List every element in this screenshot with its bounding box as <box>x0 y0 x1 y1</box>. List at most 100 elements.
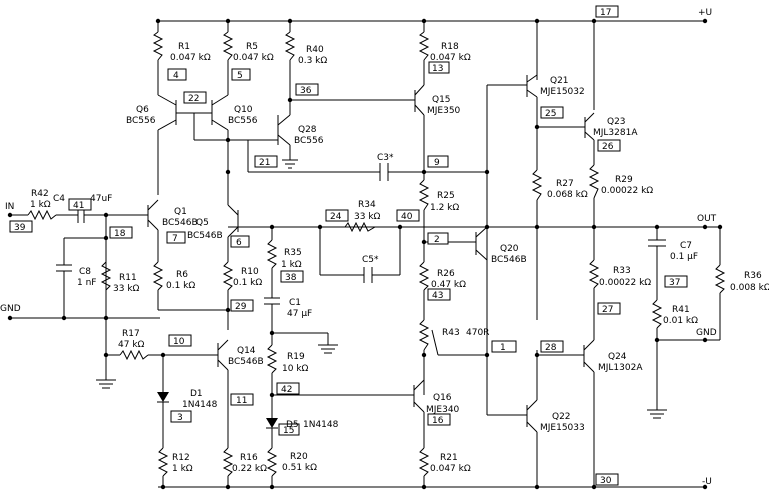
node-label: 27 <box>602 305 613 315</box>
component-value: BC546B <box>187 231 223 241</box>
component-ref: R41 <box>672 305 690 315</box>
component-ref: Q1 <box>174 207 187 217</box>
node-label: 42 <box>281 385 292 395</box>
component-value: 1 kΩ <box>30 200 51 210</box>
component-ref: Q5 <box>196 218 209 228</box>
component-value: 0.1 kΩ <box>166 281 195 291</box>
component-value: 33 kΩ <box>113 284 140 294</box>
component-value: 1N4148 <box>182 400 218 410</box>
component-ref: R12 <box>172 453 190 463</box>
component-value: 1 kΩ <box>281 260 302 270</box>
node-label: 29 <box>235 302 247 312</box>
node-label: 25 <box>545 109 556 119</box>
component-ref: R16 <box>240 453 258 463</box>
component-ref: R11 <box>119 273 137 283</box>
component-ref: C7 <box>680 241 692 251</box>
node-label: 5 <box>237 71 243 81</box>
component-value: 0.068 kΩ <box>547 190 588 200</box>
component-value: 0.51 kΩ <box>282 463 317 473</box>
node-label: 7 <box>172 234 178 244</box>
component-ref: Q15 <box>432 95 451 105</box>
node-label: 40 <box>401 212 413 222</box>
component-ref: C1 <box>289 298 301 308</box>
node-label: 28 <box>545 343 557 353</box>
component-value: BC556 <box>228 116 258 126</box>
node-label: 38 <box>285 273 297 283</box>
node-label: 16 <box>432 416 444 426</box>
node-label: 10 <box>173 337 185 347</box>
junction-dots <box>7 18 723 490</box>
node-label: 21 <box>259 158 270 168</box>
component-ref: R19 <box>287 352 305 362</box>
component-value: 0.1 kΩ <box>233 278 262 288</box>
node-label: 13 <box>432 64 443 74</box>
node-label: 39 <box>14 223 26 233</box>
component-ref: C3* <box>377 153 394 163</box>
component-ref: R36 <box>744 271 762 281</box>
component-ref: R20 <box>290 452 308 462</box>
component-value: BC556 <box>126 116 156 126</box>
component-ref: Q21 <box>550 76 569 86</box>
component-ref: R10 <box>241 267 259 277</box>
node-label: 6 <box>236 238 242 248</box>
component-value: 1N4148 <box>303 420 339 430</box>
node-label: 30 <box>600 476 612 486</box>
component-ref: R42 <box>31 189 49 199</box>
component-ref: Q10 <box>234 105 253 115</box>
component-value: 0.1 μF <box>670 252 698 262</box>
node-label: 18 <box>114 229 126 239</box>
rail-label-gnd-left: GND <box>0 304 21 314</box>
component-value: 0.00022 kΩ <box>601 186 653 196</box>
rail-label-negative: -U <box>702 477 712 487</box>
component-value: 0.47 kΩ <box>431 280 466 290</box>
component-value: MJE350 <box>427 106 461 116</box>
component-value: BC546B <box>491 255 527 265</box>
component-value: 47 μF <box>287 309 312 319</box>
component-ref: Q22 <box>552 412 571 422</box>
component-value: 0.01 kΩ <box>663 316 698 326</box>
component-value: 47 kΩ <box>118 340 145 350</box>
component-value: 47uF <box>90 194 112 204</box>
node-label: 15 <box>283 426 294 436</box>
rail-label-positive: +U <box>698 8 712 18</box>
component-value: 1 nF <box>77 278 96 288</box>
component-ref: Q20 <box>500 244 519 254</box>
node-label: 3 <box>177 413 183 423</box>
component-ref: R27 <box>556 179 574 189</box>
component-value: 1.2 kΩ <box>430 203 459 213</box>
node-label: 4 <box>173 71 179 81</box>
component-ref: R40 <box>306 45 324 55</box>
component-value: BC546B <box>162 218 198 228</box>
component-ref: R5 <box>246 42 258 52</box>
rail-wires <box>10 20 720 488</box>
node-label: 37 <box>669 278 680 288</box>
component-ref: R43 <box>442 328 460 338</box>
component-ref: R18 <box>441 42 459 52</box>
circuit-wires <box>10 21 721 487</box>
component-value: 0.047 kΩ <box>430 464 471 474</box>
node-label: 43 <box>432 291 443 301</box>
component-value: 0.3 kΩ <box>298 56 327 66</box>
component-ref: Q14 <box>237 346 256 356</box>
component-ref: R29 <box>615 175 633 185</box>
component-ref: R26 <box>437 269 455 279</box>
component-value: 0.008 kΩ <box>730 283 769 293</box>
node-label: 1 <box>500 343 506 353</box>
component-ref: R1 <box>178 42 190 52</box>
node-label: 41 <box>73 201 84 211</box>
component-ref: Q23 <box>607 117 626 127</box>
component-ref: D1 <box>190 389 203 399</box>
component-value: 0.047 kΩ <box>430 53 471 63</box>
component-value: MJL3281A <box>593 128 638 138</box>
resistor-symbols <box>27 31 726 477</box>
component-value: 0.047 kΩ <box>233 53 274 63</box>
node-label: 11 <box>236 396 247 406</box>
component-ref: R25 <box>437 191 455 201</box>
node-label: 22 <box>188 94 199 104</box>
node-label: 9 <box>434 158 440 168</box>
component-ref: R6 <box>176 270 188 280</box>
component-value: MJE15033 <box>540 423 585 433</box>
component-value: 0.00022 kΩ <box>599 278 651 288</box>
component-ref: Q16 <box>433 393 452 403</box>
component-value: 1 kΩ <box>172 464 193 474</box>
